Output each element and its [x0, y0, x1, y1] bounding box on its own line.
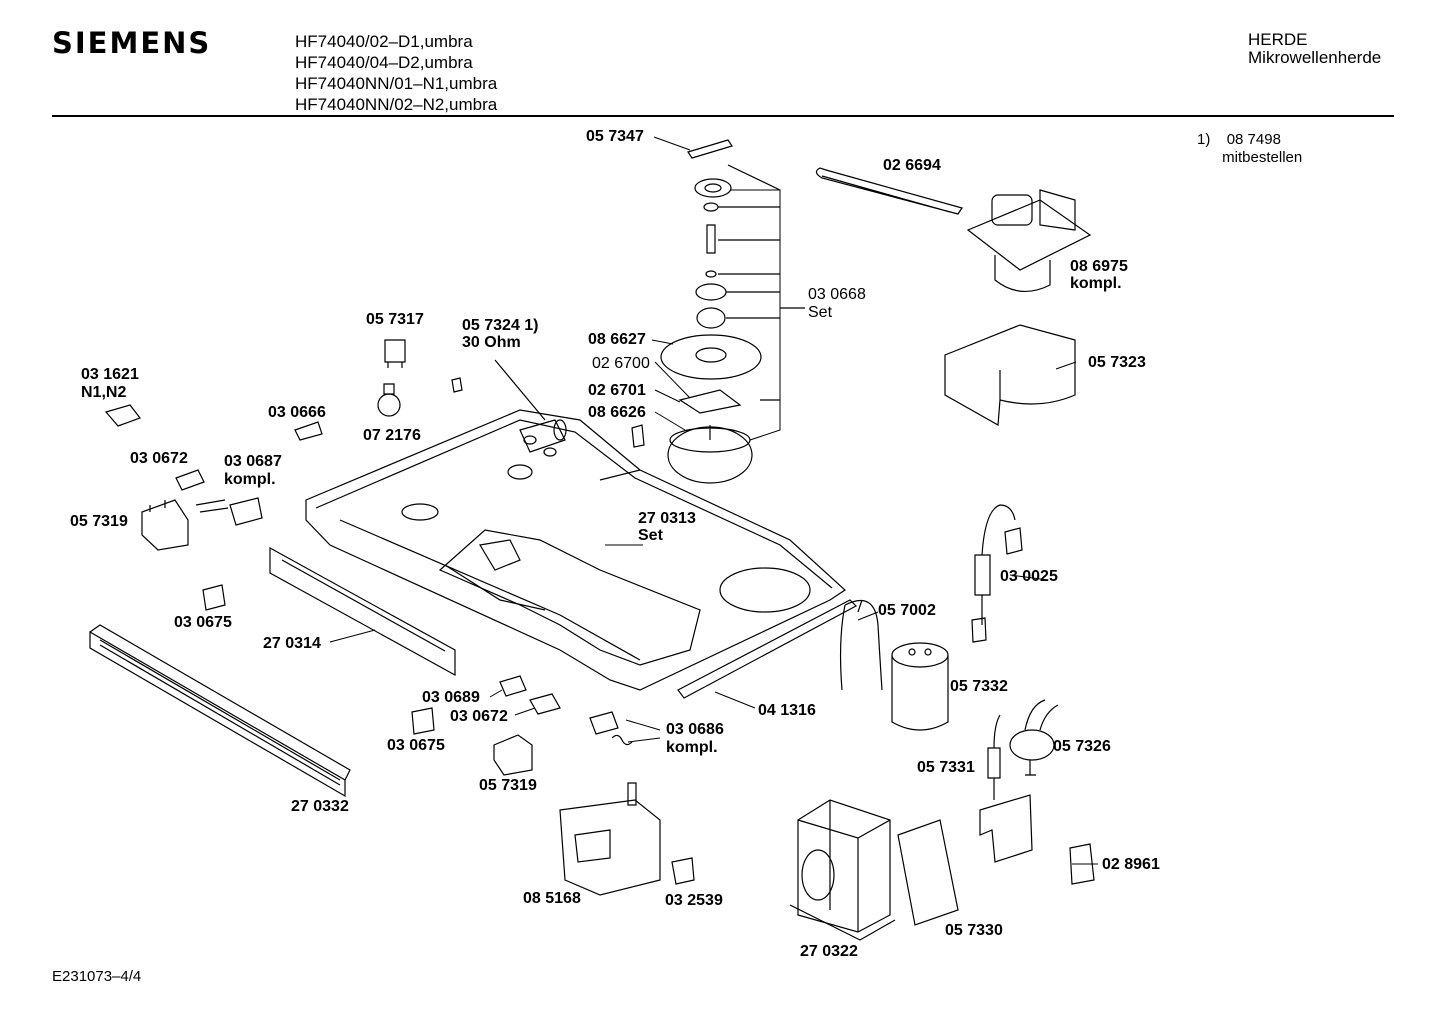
part-label-030025: 03 0025: [1000, 568, 1058, 585]
part-label-270314: 27 0314: [263, 635, 321, 652]
model-number: HF74040/02–D1,umbra: [295, 32, 473, 51]
clip-small-drawing: [452, 378, 462, 392]
part-label-057330: 05 7330: [945, 922, 1003, 939]
switch-057319-drawing: [142, 500, 188, 550]
part-label-270313: 27 0313: [638, 510, 696, 527]
connector-030672-drawing: [176, 470, 204, 490]
part-label-026701: 02 6701: [588, 382, 646, 399]
part-label-030666: 03 0666: [268, 404, 326, 421]
part-label-057331: 05 7331: [917, 759, 975, 776]
heater-cord-drawing: [816, 168, 962, 214]
part-label-031621: 03 1621: [81, 366, 139, 383]
part-label-026694: 02 6694: [883, 157, 941, 174]
part-label-086626: 08 6626: [588, 404, 646, 421]
fan-motor-drawing: [968, 190, 1090, 291]
part-label-086975-kompl: kompl.: [1070, 275, 1122, 292]
front-panel-drawing: [270, 548, 455, 675]
lamp-holder-drawing: [385, 340, 405, 368]
drawing-code: E231073–4/4: [52, 968, 142, 985]
resistor-drawing: [495, 360, 566, 456]
spring-030686-drawing: [590, 712, 632, 745]
clip-032539-drawing: [672, 858, 694, 884]
switch-030675b-drawing: [412, 708, 434, 734]
part-label-030675: 03 0675: [174, 614, 232, 631]
part-label-057324: 05 7324 1): [462, 317, 539, 334]
part-label-086627: 08 6627: [588, 331, 646, 348]
part-label-030672: 03 0672: [130, 450, 188, 467]
part-label-028961: 02 8961: [1102, 856, 1160, 873]
footnote-part: 08 7498: [1226, 131, 1281, 148]
part-label-270332: 27 0332: [291, 798, 349, 815]
part-label-057326: 05 7326: [1053, 738, 1111, 755]
part-label-057347: 05 7347: [586, 128, 644, 145]
connector-030689-drawing: [500, 676, 526, 696]
part-label-057317: 05 7317: [366, 311, 424, 328]
category-block: HERDE Mikrowellenherde: [1248, 31, 1381, 67]
part-label-057319: 05 7319: [70, 513, 128, 530]
part-label-057002: 05 7002: [878, 602, 936, 619]
antenna-strip-drawing: [678, 600, 856, 698]
part-label-030687: 03 0687: [224, 453, 282, 470]
rail-drawing: [90, 625, 350, 796]
part-label-030689: 03 0689: [422, 689, 480, 706]
part-label-085168: 08 5168: [523, 890, 581, 907]
connector-block-drawing: [1070, 844, 1094, 884]
part-label-032539: 03 2539: [665, 892, 723, 909]
footnote: 1) 08 7498 mitbestellen: [1197, 131, 1302, 167]
magnetron-drawing: [560, 783, 660, 895]
fan-shroud-drawing: [945, 325, 1075, 425]
clip-030666-drawing: [295, 422, 322, 440]
part-label-057323: 05 7323: [1088, 354, 1146, 371]
switch-030687-drawing: [196, 498, 262, 525]
base-tray-drawing: [306, 410, 845, 690]
capacitor-strap-drawing: [841, 600, 882, 690]
part-label-030675b: 03 0675: [387, 737, 445, 754]
model-list: HF74040/02–D1,umbra HF74040/04–D2,umbra …: [295, 31, 497, 115]
part-label-057319b: 05 7319: [479, 777, 537, 794]
footnote-text: mitbestellen: [1222, 149, 1303, 166]
part-label-026700: 02 6700: [592, 355, 650, 372]
category-title: HERDE: [1248, 30, 1308, 49]
part-label-057324-ohm: 30 Ohm: [462, 334, 521, 351]
part-label-086975: 08 6975: [1070, 258, 1128, 275]
thermal-fuse-drawing: [972, 505, 1022, 642]
part-label-030686: 03 0686: [666, 721, 724, 738]
model-number: HF74040NN/02–N2,umbra: [295, 95, 498, 114]
leader-lines: [330, 137, 1098, 864]
diode-drawing: [988, 715, 1000, 800]
part-label-031621-variant: N1,N2: [81, 384, 127, 401]
connector-031621-drawing: [106, 405, 140, 426]
capacitor-drawing: [892, 643, 948, 730]
subcategory-title: Mikrowellenherde: [1248, 48, 1382, 67]
brand-logo: SIEMENS: [52, 26, 212, 60]
part-label-030668: 03 0668: [808, 286, 866, 303]
fuse-holder-drawing: [1010, 700, 1058, 775]
bracket-drawing: [980, 795, 1032, 862]
part-label-030687-kompl: kompl.: [224, 471, 276, 488]
switch-030675-drawing: [203, 585, 225, 610]
insulation-sheet-drawing: [898, 820, 958, 925]
part-label-270322: 27 0322: [800, 943, 858, 960]
part-label-030668-set: Set: [808, 304, 833, 321]
clip-086626-drawing: [632, 425, 644, 447]
model-number: HF74040NN/01–N1,umbra: [295, 74, 498, 93]
header-divider: [52, 115, 1394, 117]
footnote-ref: 1): [1197, 131, 1211, 148]
model-number: HF74040/04–D2,umbra: [295, 53, 473, 72]
bulb-drawing: [378, 384, 400, 416]
part-label-030672b: 03 0672: [450, 708, 508, 725]
stirrer-stack-drawing: [661, 140, 805, 483]
part-label-030686-kompl: kompl.: [666, 739, 718, 756]
part-label-057332: 05 7332: [950, 678, 1008, 695]
transformer-drawing: [790, 800, 895, 940]
part-label-270313-set: Set: [638, 527, 663, 544]
connector-030672b-drawing: [530, 694, 560, 714]
switch-057319b-drawing: [494, 735, 532, 775]
part-label-072176: 07 2176: [363, 427, 421, 444]
part-label-041316: 04 1316: [758, 702, 816, 719]
